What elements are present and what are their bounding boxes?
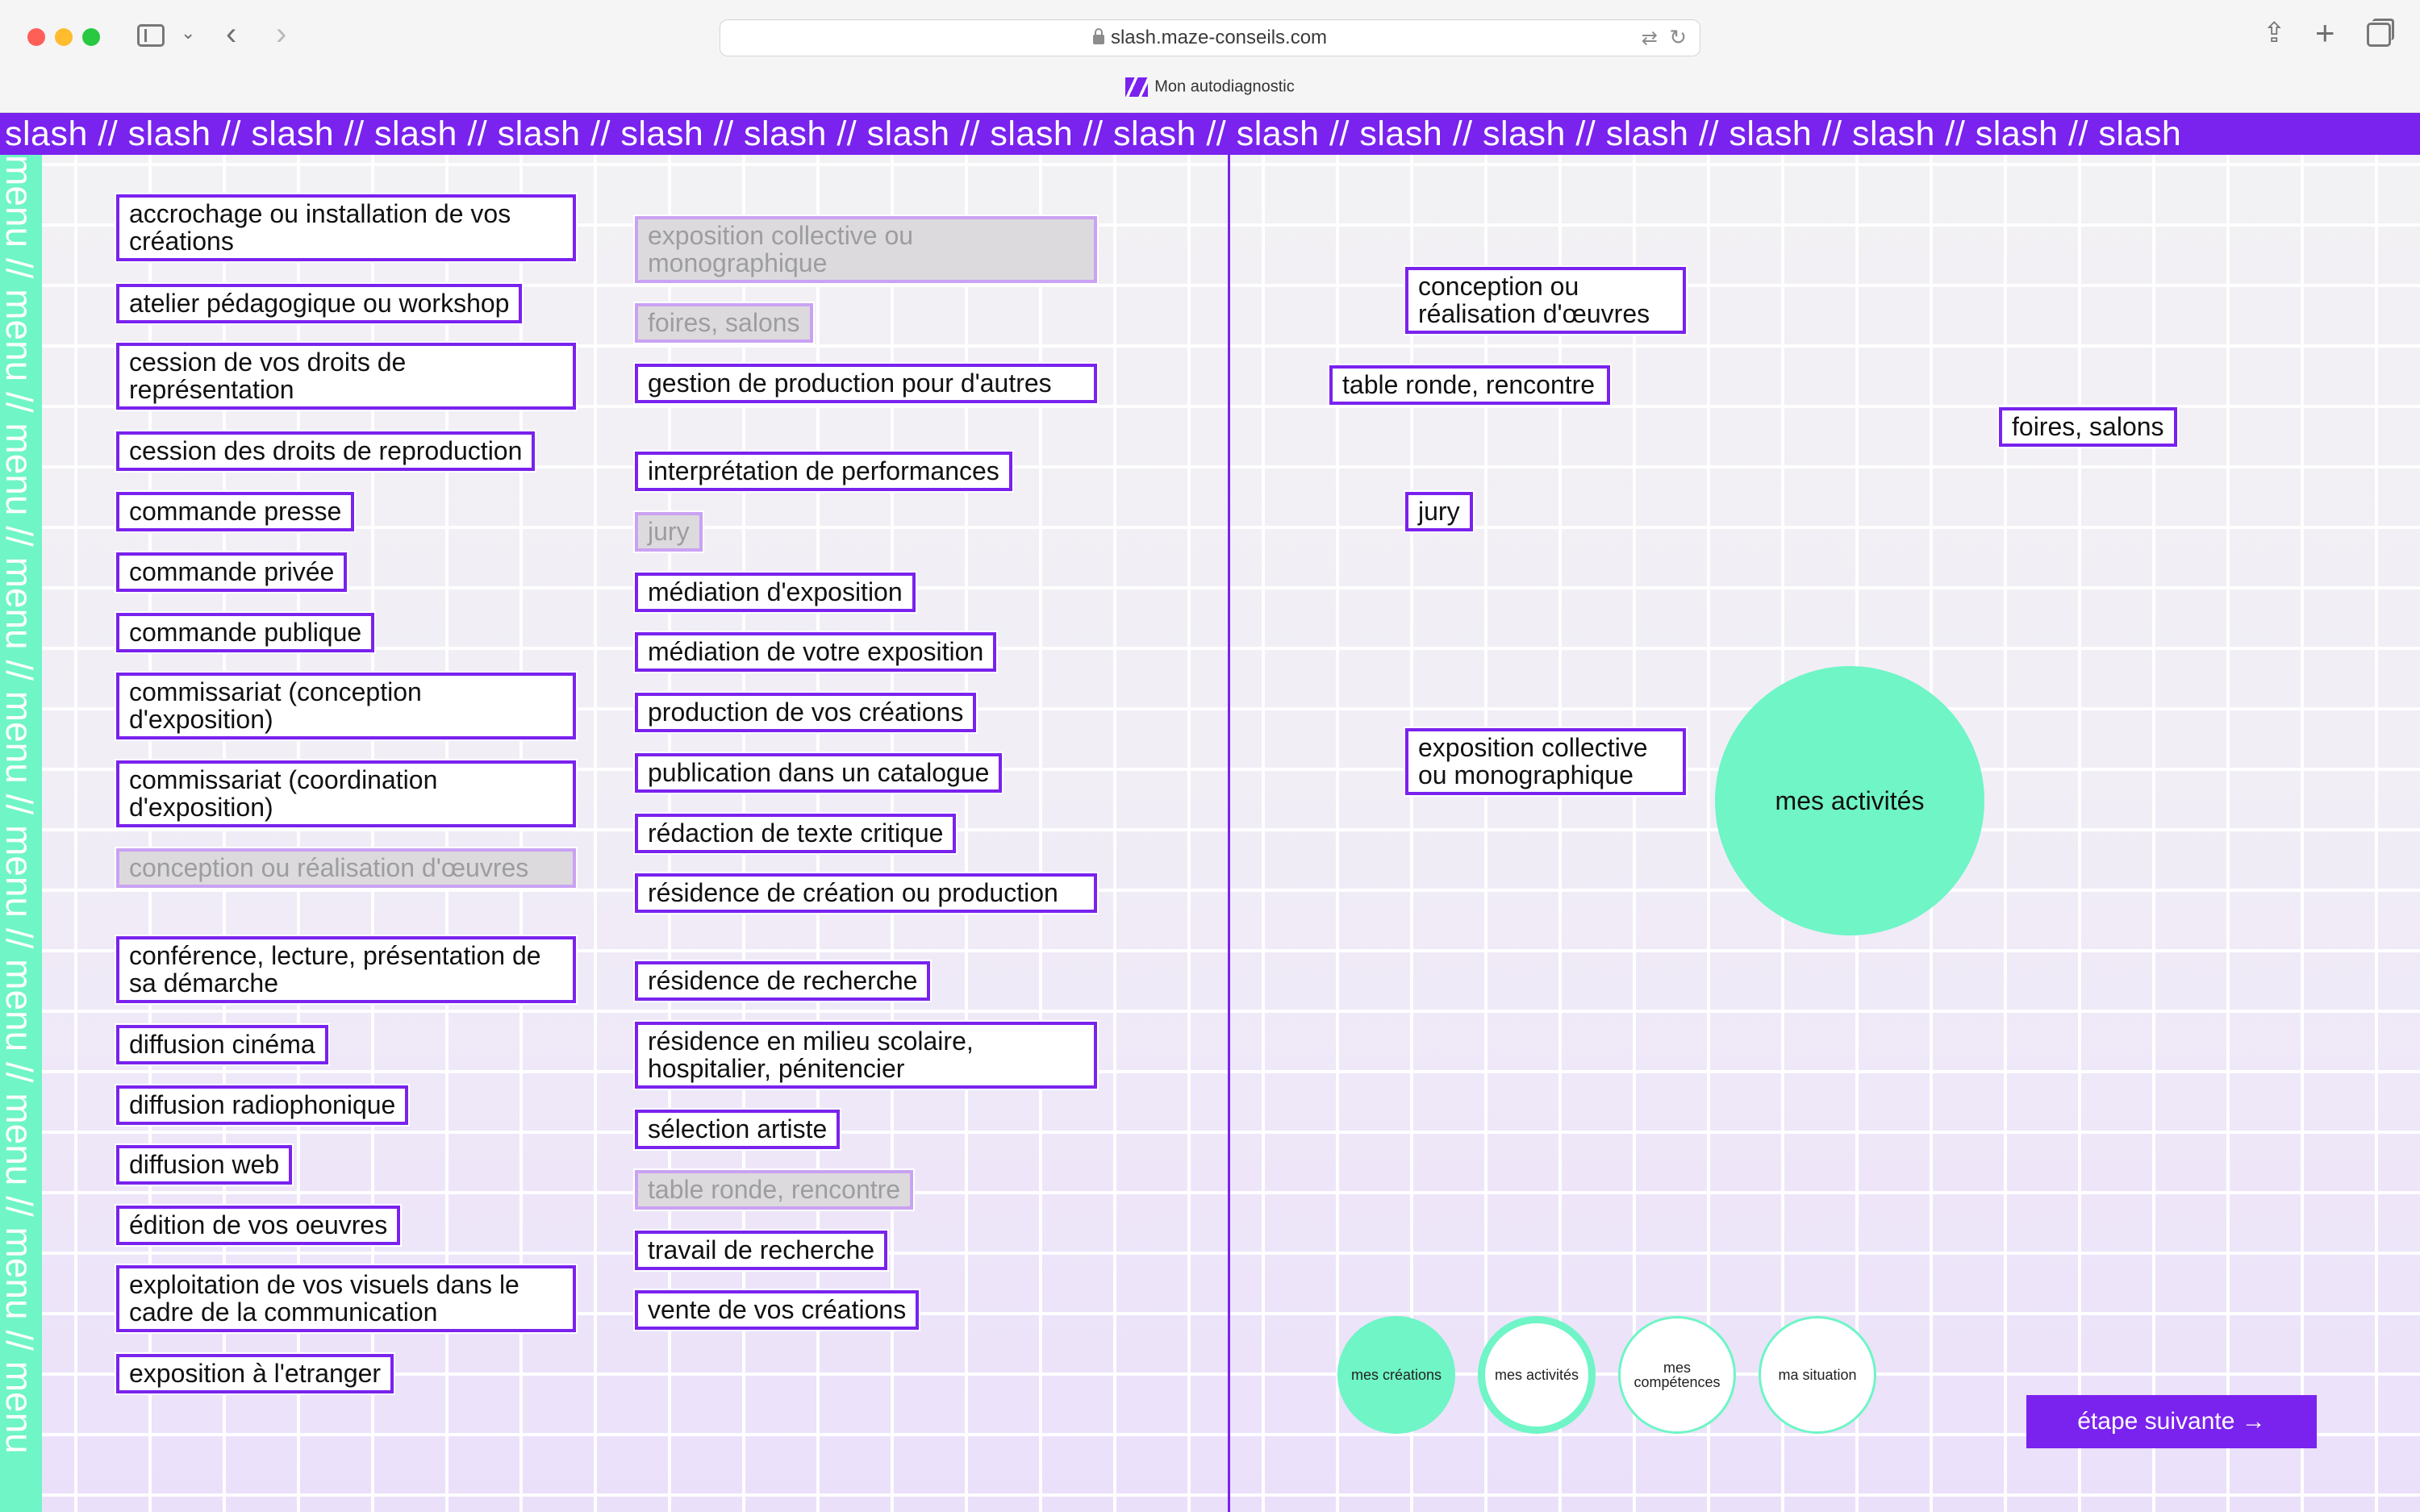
url-text: slash.maze-conseils.com <box>1110 27 1328 48</box>
activity-option[interactable]: résidence en milieu scolaire, hospitalie… <box>633 1020 1099 1090</box>
zoom-window-icon[interactable] <box>82 28 100 46</box>
activity-option[interactable]: atelier pédagogique ou workshop <box>114 282 524 325</box>
close-window-icon[interactable] <box>27 28 45 46</box>
activity-option[interactable]: vente de vos créations <box>632 1289 921 1331</box>
activity-option-selected[interactable]: foires, salons <box>633 302 815 344</box>
activity-option[interactable]: gestion de production pour d'autres <box>633 362 1099 405</box>
chosen-activity[interactable]: conception ou réalisation d'œuvres <box>1404 265 1688 335</box>
new-tab-icon[interactable]: + <box>2315 14 2335 52</box>
activity-option[interactable]: médiation d'exposition <box>633 571 917 614</box>
tab-title-text: Mon autodiagnostic <box>1154 77 1295 96</box>
translate-icon[interactable]: ⇄ <box>1641 27 1658 49</box>
activity-option[interactable]: édition de vos oeuvres <box>114 1204 403 1247</box>
step-ma-situation[interactable]: ma situation <box>1759 1316 1876 1434</box>
tab-title[interactable]: Mon autodiagnostic <box>0 77 2420 97</box>
sidebar-toggle-icon[interactable] <box>137 24 165 47</box>
activity-option[interactable]: sélection artiste <box>632 1108 842 1151</box>
activity-option[interactable]: diffusion radiophonique <box>114 1084 411 1127</box>
browser-chrome: ⌄ ‹ › slash.maze-conseils.com ⇄ ↻ ⇪ + Mo… <box>0 0 2420 113</box>
minimize-window-icon[interactable] <box>55 28 73 46</box>
main-area: accrochage ou installation de vos créati… <box>42 155 2420 1512</box>
activity-option[interactable]: travail de recherche <box>632 1229 890 1272</box>
activity-option[interactable]: commande publique <box>114 611 377 654</box>
tab-overview-icon[interactable] <box>2367 19 2394 47</box>
activity-option[interactable]: diffusion cinéma <box>115 1023 330 1066</box>
chevron-down-icon[interactable]: ⌄ <box>181 23 196 43</box>
menu-strip-text: menu // menu // menu // menu // menu // … <box>0 155 40 1454</box>
lock-icon <box>1092 28 1104 44</box>
activity-option[interactable]: exploitation de vos visuels dans le cadr… <box>115 1264 578 1334</box>
activity-option[interactable]: commissariat (conception d'exposition) <box>115 671 578 741</box>
step-mes-activites[interactable]: mes activités <box>1478 1316 1596 1434</box>
activity-option[interactable]: conférence, lecture, présentation de sa … <box>115 935 578 1005</box>
chosen-activity[interactable]: table ronde, rencontre <box>1328 364 1612 406</box>
back-icon[interactable]: ‹ <box>226 16 237 52</box>
activity-option[interactable]: médiation de votre exposition <box>632 631 999 673</box>
address-bar[interactable]: slash.maze-conseils.com ⇄ ↻ <box>720 19 1700 56</box>
chosen-activity[interactable]: foires, salons <box>1997 406 2179 448</box>
activity-option[interactable]: accrochage ou installation de vos créati… <box>115 193 578 263</box>
menu-strip[interactable]: menu // menu // menu // menu // menu // … <box>0 155 42 1512</box>
activity-option[interactable]: diffusion web <box>114 1143 294 1186</box>
column-divider <box>1228 155 1230 1512</box>
chosen-activity[interactable]: jury <box>1404 490 1475 533</box>
activity-option[interactable]: commissariat (coordination d'exposition) <box>115 759 578 829</box>
step-mes-competences[interactable]: mes compétences <box>1618 1316 1736 1434</box>
bubble-label: mes activités <box>1775 785 1925 815</box>
activity-option-selected[interactable]: jury <box>633 510 704 553</box>
forward-icon[interactable]: › <box>276 16 287 52</box>
activity-option[interactable]: exposition à l'etranger <box>114 1352 396 1395</box>
step-label: mes activités <box>1494 1367 1579 1383</box>
reload-icon[interactable]: ↻ <box>1669 25 1687 49</box>
activity-option-selected[interactable]: table ronde, rencontre <box>632 1168 916 1211</box>
step-label: mes créations <box>1350 1367 1442 1383</box>
step-label: mes compétences <box>1634 1360 1721 1390</box>
activity-option-selected[interactable]: conception ou réalisation d'œuvres <box>115 847 578 889</box>
activity-option[interactable]: publication dans un catalogue <box>632 752 1004 794</box>
activity-option[interactable]: rédaction de texte critique <box>632 812 958 855</box>
chosen-activity[interactable]: exposition collective ou monographique <box>1404 727 1688 797</box>
step-mes-creations[interactable]: mes créations <box>1337 1316 1455 1434</box>
activity-option[interactable]: production de vos créations <box>632 691 978 734</box>
next-step-button[interactable]: étape suivante → <box>2026 1395 2317 1448</box>
activity-option[interactable]: résidence de recherche <box>632 960 933 1002</box>
slash-banner-text: slash // slash // slash // slash // slas… <box>5 115 2182 153</box>
favicon-icon <box>1125 77 1149 97</box>
share-icon[interactable]: ⇪ <box>2263 18 2286 48</box>
activity-option[interactable]: cession de vos droits de représentation <box>115 341 578 411</box>
activity-option[interactable]: résidence de création ou production <box>633 872 1099 914</box>
activity-option[interactable]: commande presse <box>114 490 357 533</box>
step-label: ma situation <box>1778 1367 1857 1383</box>
activity-option-selected[interactable]: exposition collective ou monographique <box>633 215 1099 285</box>
activities-bubble: mes activités <box>1715 666 1984 935</box>
activity-option[interactable]: cession des droits de reproduction <box>114 430 537 473</box>
activity-option[interactable]: commande privée <box>114 551 349 594</box>
slash-banner: slash // slash // slash // slash // slas… <box>0 113 2420 155</box>
activity-option[interactable]: interprétation de performances <box>633 450 1014 493</box>
